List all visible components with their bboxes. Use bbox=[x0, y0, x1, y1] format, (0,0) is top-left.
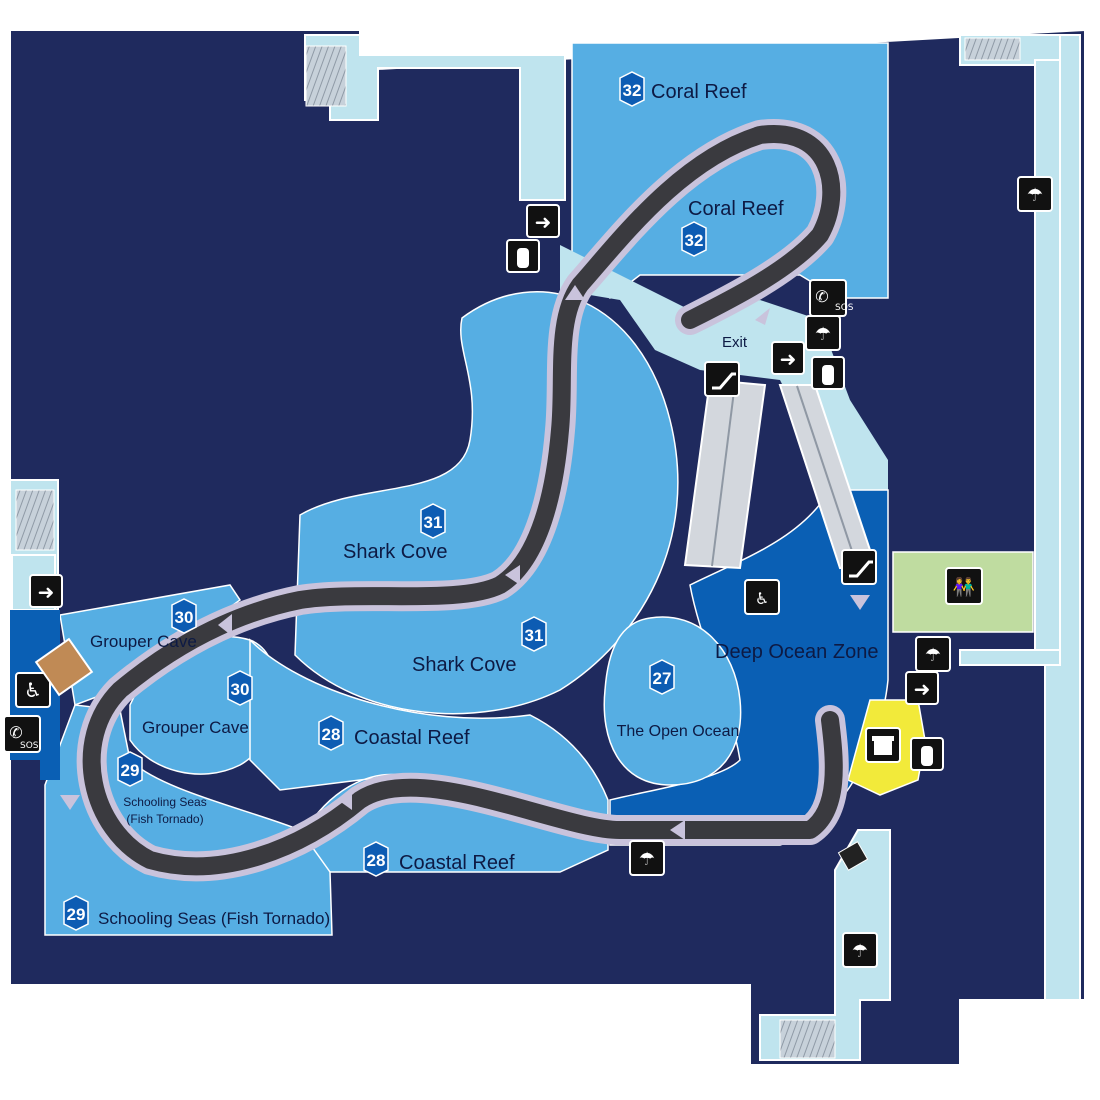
direction-arrows bbox=[60, 285, 870, 840]
fire-extinguisher-icon bbox=[910, 737, 944, 771]
svg-text:31: 31 bbox=[525, 626, 544, 645]
visitor-walkway bbox=[76, 119, 849, 882]
svg-text:Coastal Reef: Coastal Reef bbox=[399, 852, 515, 874]
svg-text:☂: ☂ bbox=[639, 849, 655, 870]
emergency-exit-icon: ➜ bbox=[526, 204, 560, 238]
sos-phone-icon: ✆ SOS bbox=[3, 715, 41, 753]
svg-text:27: 27 bbox=[653, 669, 672, 688]
svg-text:Schooling Seas (Fish Tornado): Schooling Seas (Fish Tornado) bbox=[98, 909, 330, 928]
svg-text:Shark Cove: Shark Cove bbox=[343, 541, 448, 563]
emergency-exit-icon: ➜ bbox=[771, 341, 805, 375]
svg-text:♿: ♿ bbox=[24, 678, 42, 702]
quiet-room-icon: ♿ bbox=[744, 579, 780, 615]
deep-ocean-label: Deep Ocean Zone bbox=[715, 641, 878, 663]
svg-text:The Open Ocean: The Open Ocean bbox=[617, 723, 740, 740]
emergency-exit-icon: ➜ bbox=[905, 671, 939, 705]
facility-icons: ➜ ➜ ➜ ➜ ✆ SOS bbox=[3, 176, 1053, 968]
grouper-cave-label-2: 30 Grouper Cave bbox=[142, 670, 253, 737]
svg-text:SOS: SOS bbox=[835, 303, 854, 313]
fire-extinguisher-icon bbox=[506, 239, 540, 273]
restroom-icon: 👫 bbox=[945, 567, 983, 605]
escalator-icon bbox=[841, 549, 877, 585]
svg-text:32: 32 bbox=[685, 231, 704, 250]
svg-text:👫: 👫 bbox=[953, 576, 975, 598]
svg-text:✆: ✆ bbox=[9, 723, 22, 742]
shower-icon: ☂ bbox=[915, 636, 951, 672]
svg-text:29: 29 bbox=[121, 761, 140, 780]
svg-text:Grouper Cave: Grouper Cave bbox=[90, 632, 197, 651]
coral-reef-label-inner: Coral Reef 32 bbox=[681, 198, 784, 257]
cash-machine-icon bbox=[837, 841, 869, 871]
escalator-icon bbox=[704, 361, 740, 397]
fire-extinguisher-icon bbox=[811, 356, 845, 390]
zone-labels: 32 Coral Reef Coral Reef 32 31 Shark Cov… bbox=[63, 71, 878, 931]
sos-phone-icon: ✆ SOS bbox=[809, 279, 854, 317]
svg-text:30: 30 bbox=[175, 608, 194, 627]
svg-text:☂: ☂ bbox=[815, 324, 831, 345]
svg-text:28: 28 bbox=[322, 725, 341, 744]
coastal-reef-label-1: 28 Coastal Reef bbox=[318, 715, 470, 751]
open-ocean-label: 27 The Open Ocean bbox=[617, 659, 740, 740]
schooling-seas-label-1: 29 Schooling Seas (Fish Tornado) bbox=[117, 751, 207, 826]
svg-text:28: 28 bbox=[367, 851, 386, 870]
coastal-reef-label-2: 28 Coastal Reef bbox=[363, 841, 515, 877]
svg-text:☂: ☂ bbox=[925, 645, 941, 666]
svg-text:Coral Reef: Coral Reef bbox=[688, 198, 784, 220]
shower-icon: ☂ bbox=[629, 840, 665, 876]
svg-text:☂: ☂ bbox=[1027, 185, 1043, 206]
elevator-box bbox=[34, 637, 94, 697]
svg-text:32: 32 bbox=[623, 81, 642, 100]
svg-text:(Fish Tornado): (Fish Tornado) bbox=[126, 812, 203, 826]
svg-text:☂: ☂ bbox=[852, 941, 868, 962]
svg-text:30: 30 bbox=[231, 680, 250, 699]
svg-text:➜: ➜ bbox=[914, 677, 931, 701]
exit-label: Exit bbox=[722, 334, 748, 351]
svg-text:➜: ➜ bbox=[535, 210, 552, 234]
coral-reef-label-top: 32 Coral Reef bbox=[619, 71, 747, 107]
escalators bbox=[683, 378, 877, 570]
svg-text:♿: ♿ bbox=[755, 589, 769, 608]
schooling-seas-label-2: 29 Schooling Seas (Fish Tornado) bbox=[63, 895, 330, 931]
open-ocean-zone bbox=[603, 616, 742, 786]
svg-text:➜: ➜ bbox=[38, 580, 55, 604]
svg-text:Grouper Cave: Grouper Cave bbox=[142, 718, 249, 737]
emergency-exit-icon: ➜ bbox=[29, 574, 63, 608]
svg-text:Schooling Seas: Schooling Seas bbox=[123, 795, 206, 809]
shower-icon: ☂ bbox=[805, 315, 841, 351]
shark-cove-label-1: 31 Shark Cove bbox=[343, 503, 448, 563]
wheelchair-icon: ♿ bbox=[15, 672, 51, 708]
svg-text:Shark Cove: Shark Cove bbox=[412, 654, 517, 676]
svg-text:31: 31 bbox=[424, 513, 443, 532]
svg-text:✆: ✆ bbox=[815, 287, 828, 306]
svg-text:SOS: SOS bbox=[20, 741, 39, 751]
svg-text:➜: ➜ bbox=[780, 347, 797, 371]
svg-text:Coastal Reef: Coastal Reef bbox=[354, 727, 470, 749]
shark-cove-label-2: 31 Shark Cove bbox=[412, 616, 547, 676]
svg-text:Coral Reef: Coral Reef bbox=[651, 81, 747, 103]
shower-icon: ☂ bbox=[842, 932, 878, 968]
grouper-cave-label-1: 30 Grouper Cave bbox=[90, 598, 197, 651]
shower-icon: ☂ bbox=[1017, 176, 1053, 212]
svg-text:29: 29 bbox=[67, 905, 86, 924]
gift-shop-icon bbox=[865, 727, 901, 763]
